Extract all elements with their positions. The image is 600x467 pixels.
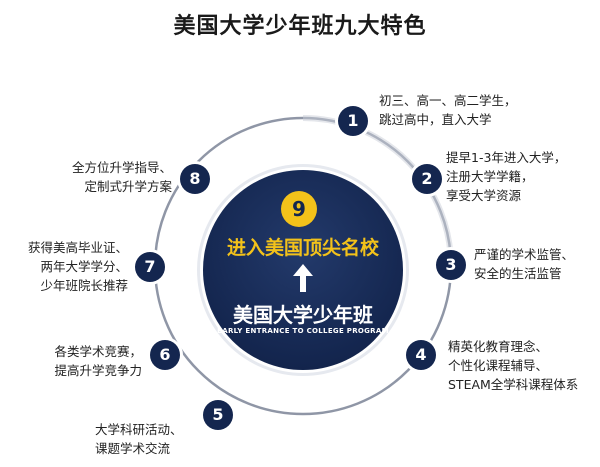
feature-7-node: 7	[135, 252, 165, 282]
feature-1-node: 1	[338, 106, 368, 136]
brand-name-cn: 美国大学少年班	[233, 303, 373, 327]
diagram-title: 美国大学少年班九大特色	[173, 14, 427, 39]
orbit-arc-accent	[302, 115, 454, 267]
feature-2-text: 提早1-3年进入大学， 注册大学学籍， 享受大学资源	[446, 150, 567, 203]
feature-4-node: 4	[406, 340, 436, 370]
feature-5-node: 5	[203, 400, 233, 430]
feature-4-text: 精英化教育理念、 个性化课程辅导、 STEAM全学科课程体系	[448, 339, 579, 392]
feature-8-node: 8	[180, 164, 210, 194]
feature-7-text: 获得美高毕业证、 两年大学学分、 少年班院长推荐	[27, 240, 128, 293]
feature-3-node: 3	[436, 250, 466, 280]
feature-6-text: 各类学术竞赛， 提高升学竞争力	[54, 344, 142, 378]
feature-9-badge: 9	[281, 191, 317, 227]
feature-2-node: 2	[412, 164, 442, 194]
main-slogan: 进入美国顶尖名校	[226, 237, 379, 259]
feature-8-text: 全方位升学指导、 定制式升学方案	[71, 160, 172, 194]
up-arrow-icon	[293, 264, 313, 292]
feature-1-text: 初三、高一、高二学生， 跳过高中，直入大学	[379, 93, 517, 127]
feature-5-text: 大学科研活动、 课题学术交流	[95, 422, 183, 456]
feature-3-text: 严谨的学术监管、 安全的生活监管	[474, 247, 575, 281]
brand-name-en: EARLY ENTRANCE TO COLLEGE PROGRAM	[217, 327, 389, 335]
feature-6-node: 6	[150, 340, 180, 370]
